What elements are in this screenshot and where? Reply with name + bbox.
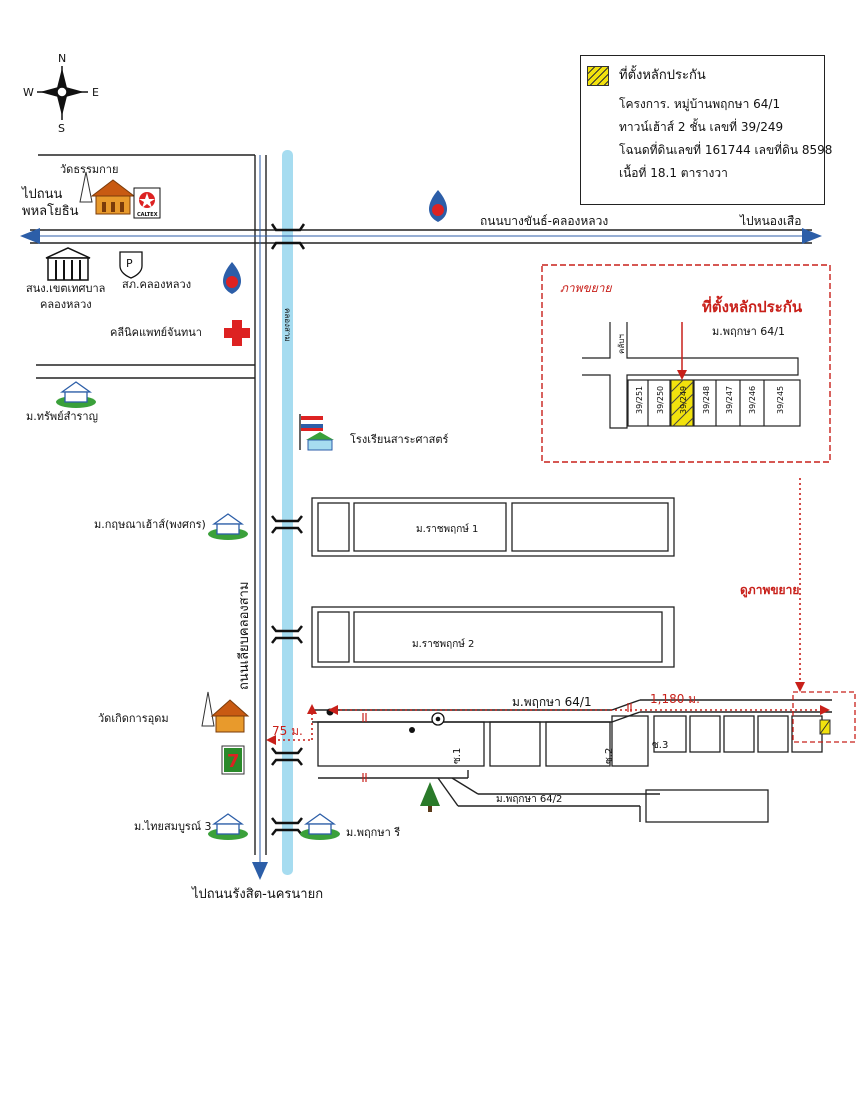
bridge-icon [271,747,303,766]
caltex-icon: CALTEX [133,187,161,219]
village-blocks [311,497,823,823]
school-label: โรงเรียนสาระศาสตร์ [350,432,449,446]
legend-line: โครงการ. หมู่บ้านพฤกษา 64/1 [619,97,781,111]
fuel-station-icon [429,190,447,222]
temple-icon [79,171,136,215]
inset-village-label: ม.พฤกษา 64/1 [712,325,785,338]
village-road-label: ม.พฤกษา 64/2 [496,794,562,805]
canal [282,150,293,875]
school-flag-icon [299,414,334,451]
to-phahon-label: ไปถนน [21,186,63,202]
arrow-west-icon [20,228,40,244]
svg-text:7: 7 [227,751,240,772]
village-label: ม.ราชพฤกษ์ 1 [416,523,478,535]
office-building-icon [45,247,91,281]
road-arrows [20,228,822,880]
compass-west-label: W [23,86,34,99]
seven-eleven-icon: 7 [221,745,245,775]
inset-unit-label: 39/249 [679,386,688,414]
to-phahon-label: พหลโยธิน [22,203,79,219]
legend-line: โฉนดที่ดินเลขที่ 161744 เลขที่ดิน 8598 [619,143,833,157]
canal-label: คลองสาม [283,308,292,342]
svg-text:CALTEX: CALTEX [137,212,158,218]
inset-club-label: คลับฯ [617,334,626,354]
soi-label: ซ.1 [452,748,463,764]
fuel-station-icon [223,262,241,294]
village-road-label: ม.พฤกษา 64/1 [512,695,592,709]
legend-swatch-icon [587,66,609,86]
main-road-label: ถนนบางขันธ์-คลองหลวง [480,214,608,228]
bridge-icon [271,625,303,644]
inset-unit-label: 39/246 [748,386,757,414]
compass-icon: N S E W [23,52,99,135]
canal-road-label: ถนนเลียบคลองสาม [236,581,252,690]
house-icon [300,813,340,840]
compass-east-label: E [92,86,99,99]
inset-map: ภาพขยาย ที่ตั้งหลักประกัน ม.พฤกษา 64/1 ค… [541,264,831,463]
to-nong-suea-label: ไปหนองเสือ [739,214,801,228]
route-line [268,478,826,741]
roads [30,154,832,855]
tree-icon [420,782,440,812]
village-label: ม.พฤกษา รี [346,826,400,839]
temple-icon [201,691,250,733]
bridge-icon [271,515,303,534]
legend-box: ที่ตั้งหลักประกัน โครงการ. หมู่บ้านพฤกษา… [580,55,832,205]
clinic-label: คลีนิคแพทย์จันทนา [110,326,202,339]
compass-south-label: S [58,122,65,135]
village-label: ม.ราชพฤกษ์ 2 [412,638,474,650]
legend-line: เนื้อที่ 18.1 ตารางวา [619,166,728,180]
arrow-east-icon [802,228,822,244]
inset-unit-label: 39/251 [635,386,644,414]
inset-unit-label: 39/250 [656,386,665,414]
village-label: ม.ไทยสมบูรณ์ 3 [134,820,212,833]
legend-line: ทาวน์เฮ้าส์ 2 ชั้น เลขที่ 39/249 [619,120,784,134]
inset-location-label: ที่ตั้งหลักประกัน [702,295,803,316]
house-icon [56,381,96,408]
wat-kerd-label: วัดเกิดการอุดม [98,712,169,725]
bridges [270,223,306,836]
bridge-icon [271,817,303,836]
house-icon [208,513,248,540]
distance-label: 1,180 ม. [650,692,700,706]
soi-label: ซ.2 [604,748,615,764]
municipal-label: สนง.เขตเทศบาล [26,282,105,295]
svg-text:P: P [126,257,133,270]
municipal-label: คลองหลวง [40,298,92,311]
arrow-south-icon [252,862,268,880]
roundabout-icon [431,712,445,726]
see-enlarged-label: ดูภาพขยาย [740,583,799,598]
police-label: สภ.คลองหลวง [122,278,191,291]
inset-unit-label: 39/248 [702,386,711,414]
village-label: ม.ทรัพย์สำราญ [26,410,98,423]
legend-title: ที่ตั้งหลักประกัน [619,68,706,83]
inset-unit-label: 39/247 [725,386,734,414]
distance-label: 75 ม. [272,724,303,738]
wat-thammakai-label: วัดธรรมกาย [60,163,118,176]
village-label: ม.กฤษณาเฮ้าส์(พงศกร) [94,518,206,531]
inset-title: ภาพขยาย [560,281,613,295]
bridge-icon [270,223,306,250]
compass-north-label: N [58,52,66,65]
hospital-cross-icon [224,320,250,346]
to-rangsit-label: ไปถนนรังสิต-นครนายก [191,886,323,902]
parking-sign-icon: P [119,251,143,279]
soi-label: ซ.3 [652,740,668,751]
inset-unit-label: 39/245 [776,386,785,414]
house-icon [208,813,248,840]
